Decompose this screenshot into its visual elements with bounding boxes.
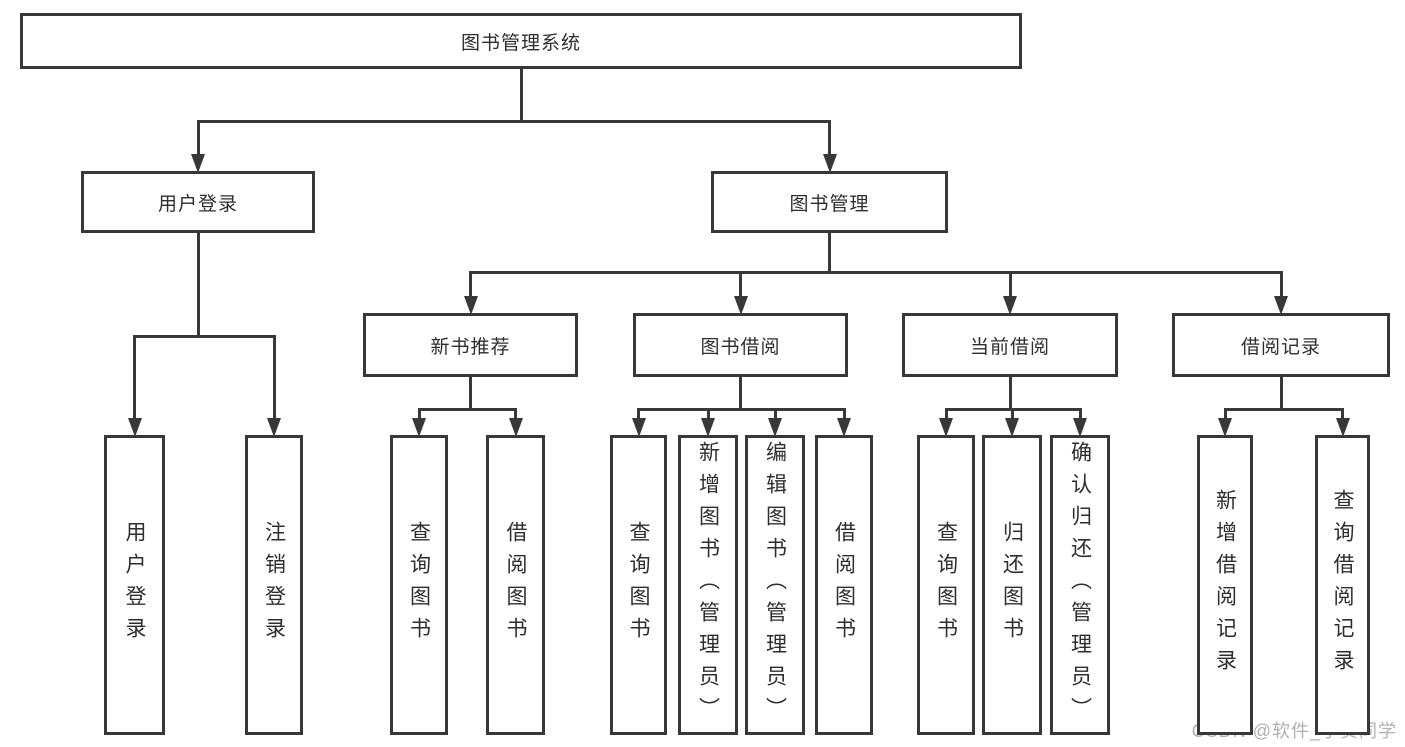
arrow-down-icon <box>837 418 851 437</box>
node-leaf-query-borrow-record: 查询借阅记录 <box>1315 435 1370 735</box>
connector-line <box>272 336 276 420</box>
node-book-management: 图书管理 <box>711 171 948 233</box>
node-new-book-recommend: 新书推荐 <box>363 313 578 377</box>
arrow-down-icon <box>508 418 523 437</box>
node-label: 当前借阅 <box>969 336 1050 358</box>
arrow-down-icon <box>267 418 281 437</box>
arrow-down-icon <box>631 418 646 437</box>
node-label: 查询借阅记录 <box>1331 489 1354 681</box>
arrow-down-icon <box>701 418 715 437</box>
arrow-down-icon <box>1005 418 1019 437</box>
node-label: 用户登录 <box>123 521 146 649</box>
connector-line <box>196 121 200 156</box>
connector-line <box>514 409 517 420</box>
connector-line <box>1008 272 1012 298</box>
node-label: 新书推荐 <box>430 336 511 358</box>
node-label: 编辑图书（管理员） <box>763 441 787 729</box>
arrow-down-icon <box>768 418 782 437</box>
connector-line <box>739 272 742 298</box>
arrow-down-icon <box>822 154 837 173</box>
arrow-down-icon <box>733 296 748 315</box>
connector-line <box>133 336 136 420</box>
connector-line <box>519 67 523 121</box>
node-label: 注销登录 <box>262 521 286 649</box>
node-label: 确认归还（管理员） <box>1068 441 1092 729</box>
connector-line <box>1279 375 1283 409</box>
node-leaf-confirm-return-admin: 确认归还（管理员） <box>1050 435 1110 735</box>
node-current-borrowing: 当前借阅 <box>902 313 1118 377</box>
connector-line <box>1279 272 1283 298</box>
node-label: 图书借阅 <box>700 336 781 358</box>
connector-line <box>1223 409 1227 420</box>
arrow-down-icon <box>1073 418 1087 437</box>
connector-line <box>1010 409 1014 420</box>
arrow-down-icon <box>939 418 953 437</box>
node-label: 图书管理 <box>789 193 870 215</box>
connector-line <box>1341 409 1344 420</box>
connector-line <box>196 231 200 336</box>
node-leaf-borrow-book-1: 借阅图书 <box>486 435 545 735</box>
connector-line <box>417 409 421 420</box>
node-leaf-query-book-3: 查询图书 <box>917 435 975 735</box>
node-label: 查询图书 <box>627 521 650 649</box>
node-label: 借阅记录 <box>1240 336 1321 358</box>
connector-line <box>773 409 777 420</box>
connector-line <box>417 407 517 411</box>
connector-line <box>739 375 742 409</box>
connector-line <box>637 409 640 420</box>
connector-line <box>469 272 472 298</box>
node-label: 图书管理系统 <box>460 32 581 54</box>
connector-line <box>842 409 846 420</box>
node-label: 查询图书 <box>407 521 431 649</box>
connector-line <box>1008 375 1012 409</box>
connector-line <box>944 409 948 420</box>
node-label: 借阅图书 <box>832 521 856 649</box>
node-label: 查询图书 <box>934 521 958 649</box>
node-leaf-query-book-2: 查询图书 <box>610 435 667 735</box>
arrow-down-icon <box>463 296 478 315</box>
arrow-down-icon <box>1003 296 1017 315</box>
arrow-down-icon <box>1218 418 1232 437</box>
connector-line <box>196 119 831 123</box>
node-label: 新增借阅记录 <box>1213 489 1237 681</box>
connector-line <box>828 231 831 272</box>
node-library-system: 图书管理系统 <box>20 13 1022 69</box>
node-leaf-return-book: 归还图书 <box>982 435 1042 735</box>
node-leaf-user-login: 用户登录 <box>104 435 165 735</box>
connector-line <box>469 375 472 409</box>
node-leaf-add-book-admin: 新增图书（管理员） <box>678 435 738 735</box>
arrow-down-icon <box>412 418 426 437</box>
node-leaf-query-book-1: 查询图书 <box>390 435 448 735</box>
arrow-down-icon <box>191 154 205 173</box>
connector-line <box>469 270 1283 274</box>
node-label: 借阅图书 <box>504 521 527 649</box>
node-leaf-edit-book-admin: 编辑图书（管理员） <box>745 435 805 735</box>
node-leaf-add-borrow-record: 新增借阅记录 <box>1197 435 1253 735</box>
connector-line <box>706 409 710 420</box>
connector-line <box>1078 409 1082 420</box>
node-label: 用户登录 <box>157 193 238 215</box>
connector-line <box>828 121 831 156</box>
connector-line <box>1223 407 1344 411</box>
connector-line <box>637 407 846 411</box>
node-book-borrowing: 图书借阅 <box>633 313 848 377</box>
node-label: 新增图书（管理员） <box>696 441 720 729</box>
arrow-down-icon <box>1335 418 1350 437</box>
node-leaf-logout: 注销登录 <box>245 435 303 735</box>
arrow-down-icon <box>1274 296 1288 315</box>
node-label: 归还图书 <box>1000 521 1024 649</box>
node-borrow-records: 借阅记录 <box>1172 313 1390 377</box>
connector-line <box>133 334 276 338</box>
node-user-login: 用户登录 <box>81 171 315 233</box>
node-leaf-borrow-book-2: 借阅图书 <box>815 435 873 735</box>
arrow-down-icon <box>127 418 142 437</box>
